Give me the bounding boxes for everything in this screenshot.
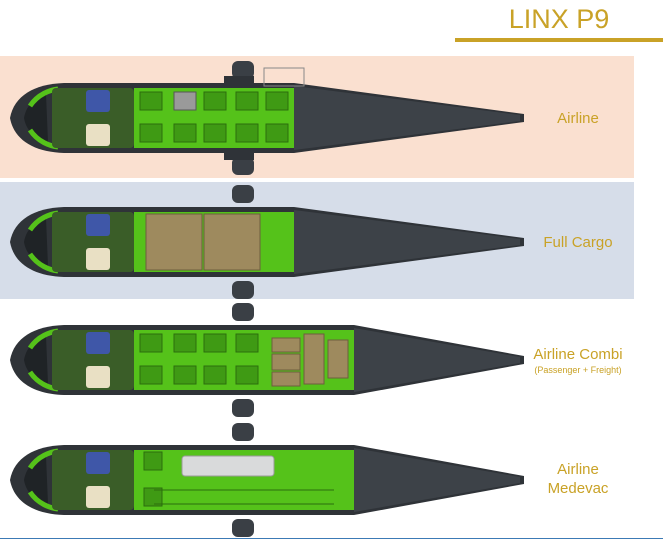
helicopter-full-cargo-drawing [10, 185, 524, 299]
page-title: LINX P9 [508, 4, 610, 34]
footer-divider [0, 538, 663, 539]
helicopter-airline-layout [4, 56, 534, 178]
fuselage-base [10, 61, 524, 175]
config-label-airline: Airline [557, 110, 599, 127]
airline-seats [139, 91, 289, 143]
config-label-full-cargo: Full Cargo [543, 234, 613, 251]
title-underline [455, 38, 663, 42]
helicopter-airline-medevac-layout [4, 418, 534, 540]
medevac-equipment [143, 451, 334, 507]
helicopter-airline-combi-layout [4, 298, 534, 420]
helicopter-airline-combi-drawing [10, 303, 524, 417]
fuselage-base [10, 185, 524, 299]
config-sublabel-airline-combi: (Passenger + Freight) [534, 365, 622, 375]
config-label-airline-combi: Airline Combi [533, 346, 623, 363]
helicopter-full-cargo-layout [4, 180, 534, 302]
combi-seats [139, 333, 259, 385]
fuselage-base [10, 303, 524, 417]
helicopter-airline-drawing [10, 61, 524, 175]
cargo-area [145, 213, 261, 271]
combi-freight [271, 333, 349, 387]
config-label-airline-medevac: Airline Medevac [547, 461, 609, 497]
helicopter-airline-medevac-drawing [10, 423, 524, 537]
fuselage-base [10, 423, 524, 537]
